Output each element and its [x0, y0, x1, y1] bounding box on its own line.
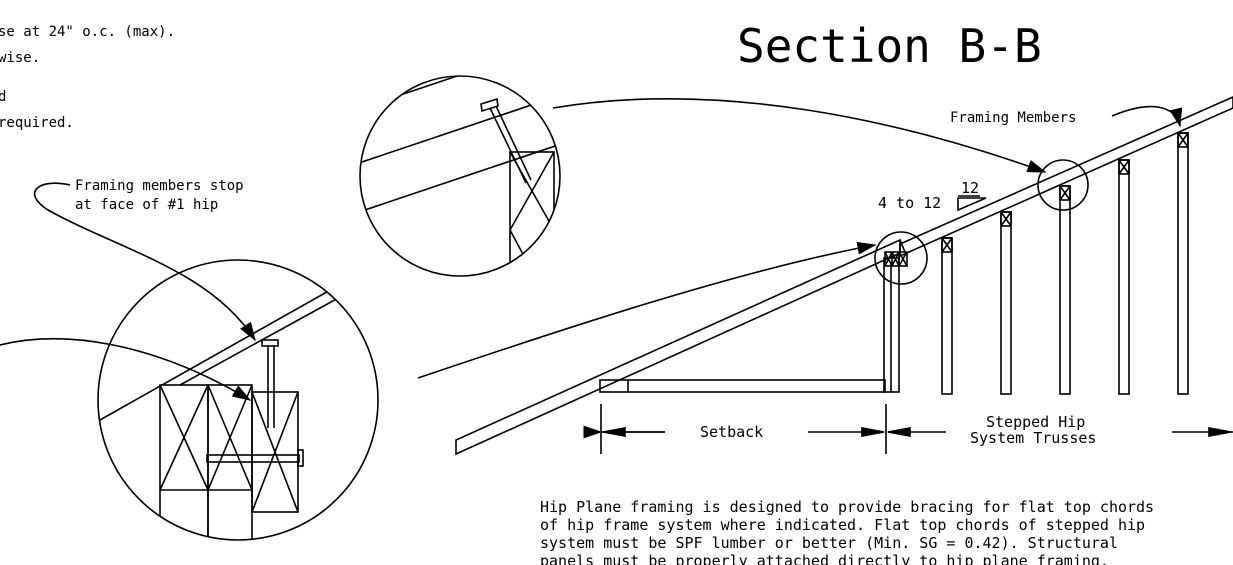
note-top-4: required. — [0, 115, 74, 131]
detail-circle-left — [97, 259, 379, 541]
leader-top-circle — [552, 98, 1047, 173]
callout-framing-members: Framing Members — [950, 110, 1076, 126]
hip-plane-rafter — [455, 238, 901, 456]
detail-marker-chord — [1037, 159, 1089, 211]
dim-stepped-1: Stepped Hip — [986, 413, 1085, 431]
dim-setback: Setback — [700, 423, 763, 441]
pitch-triangle — [957, 197, 987, 212]
leader-framing-stop — [33, 182, 256, 342]
note-bottom-4: panels must be properly attached directl… — [540, 552, 1109, 565]
pitch-label: 4 to 12 — [878, 194, 941, 212]
leader-left-circle — [417, 241, 877, 379]
detail-marker-hip — [874, 231, 928, 285]
note-bottom-3: system must be SPF lumber or better (Min… — [540, 534, 1118, 552]
note-top-3: d — [0, 89, 6, 105]
leader-left — [0, 338, 252, 401]
detail-circle-top — [359, 75, 561, 277]
callout-framing-stop-1: Framing members stop — [75, 178, 244, 194]
note-bottom-2: of hip frame system where indicated. Fla… — [540, 516, 1145, 534]
stepped-trusses — [941, 132, 1189, 395]
bottom-chord — [599, 379, 886, 393]
section-title: Section B-B — [737, 19, 1042, 73]
note-bottom-1: Hip Plane framing is designed to provide… — [540, 498, 1154, 516]
dim-stepped-2: System Trusses — [970, 429, 1096, 447]
pitch-rise: 12 — [961, 179, 979, 197]
note-top-2: wise. — [0, 50, 40, 66]
note-top-1: se at 24" o.c. (max). — [0, 24, 175, 40]
callout-framing-stop-2: at face of #1 hip — [75, 197, 218, 213]
leader-framing-members — [1111, 105, 1183, 128]
hip-blocks — [884, 251, 908, 267]
